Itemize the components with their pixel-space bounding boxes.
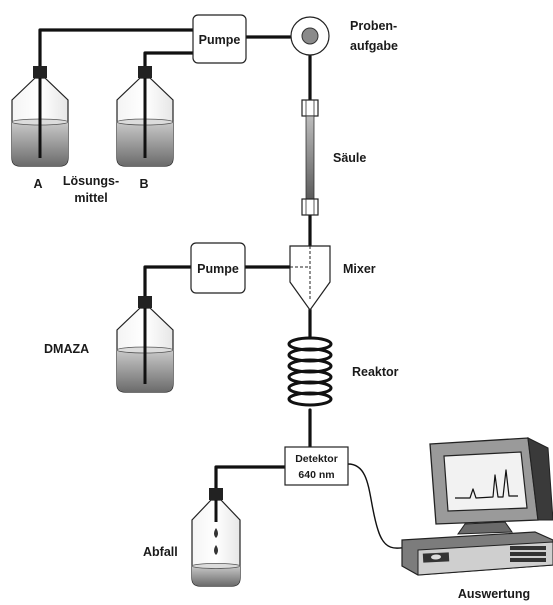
pump-mid-box (190, 242, 246, 294)
computer-base (401, 531, 553, 576)
bottle-reagent (116, 296, 174, 393)
reactor-coil (287, 336, 333, 407)
pump-top-box (192, 14, 247, 64)
waste-label: Abfall (143, 545, 178, 559)
solvent-b-label: B (139, 177, 148, 191)
tube-solvent-b (143, 51, 195, 72)
tube-reagent (143, 265, 193, 302)
injector-label-line1: Proben- (350, 19, 397, 33)
computer (401, 437, 553, 576)
detector-box (284, 446, 349, 486)
detector-label-line2: 640 nm (298, 469, 334, 481)
tube-to-waste (214, 465, 287, 494)
tube-solvent-a (38, 28, 195, 72)
chromatogram-trace (455, 469, 518, 499)
signal-cable (347, 463, 421, 549)
pump-mid-label: Pumpe (197, 262, 239, 276)
bottle-solvent-a (11, 66, 69, 167)
bottle-waste (191, 488, 241, 587)
mixer (289, 245, 331, 312)
column-label: Säule (333, 151, 366, 165)
bottle-solvent-b (116, 66, 174, 167)
computer-monitor (429, 437, 553, 535)
detector-label-line1: Detektor (295, 453, 338, 465)
sample-injector (290, 16, 330, 56)
solvent-label-line1: Lösungs- (63, 174, 119, 188)
column (301, 99, 319, 216)
reagent-label: DMAZA (44, 342, 89, 356)
reactor-label: Reaktor (352, 365, 399, 379)
solvent-label-line2: mittel (74, 191, 107, 205)
pump-top-label: Pumpe (199, 33, 241, 47)
injector-label-line2: aufgabe (350, 39, 398, 53)
evaluation-label: Auswertung (458, 587, 530, 601)
mixer-label: Mixer (343, 262, 376, 276)
solvent-a-label: A (33, 177, 42, 191)
